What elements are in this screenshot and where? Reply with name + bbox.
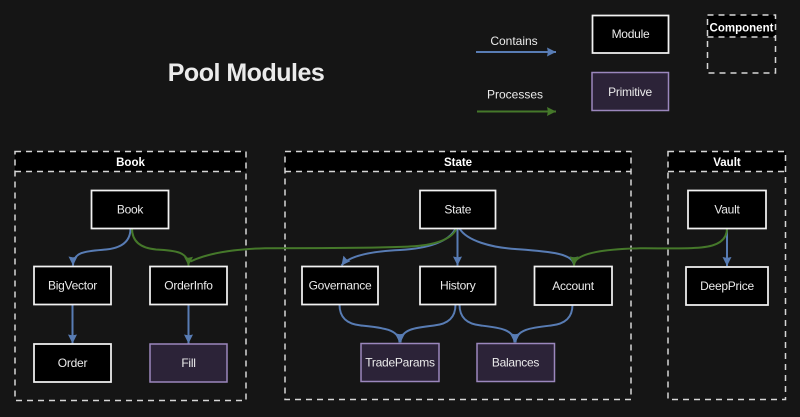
svg-text:OrderInfo: OrderInfo — [164, 279, 213, 293]
svg-text:Vault: Vault — [713, 157, 741, 169]
svg-text:Contains: Contains — [490, 34, 537, 48]
svg-text:State: State — [444, 203, 471, 217]
svg-text:TradeParams: TradeParams — [365, 356, 435, 370]
svg-text:Order: Order — [58, 356, 88, 370]
svg-text:DeepPrice: DeepPrice — [700, 279, 754, 293]
svg-text:Book: Book — [116, 157, 145, 169]
svg-text:Component: Component — [710, 22, 774, 34]
svg-text:Module: Module — [612, 27, 650, 41]
svg-text:Fill: Fill — [181, 356, 195, 370]
svg-text:Processes: Processes — [487, 88, 543, 102]
svg-text:Vault: Vault — [714, 203, 740, 217]
svg-text:Pool Modules: Pool Modules — [168, 59, 325, 87]
svg-text:Governance: Governance — [309, 279, 372, 293]
svg-text:Book: Book — [117, 203, 145, 217]
svg-text:History: History — [440, 279, 476, 293]
svg-text:Account: Account — [552, 279, 595, 293]
svg-text:BigVector: BigVector — [48, 279, 97, 293]
svg-text:Balances: Balances — [492, 356, 540, 370]
svg-text:State: State — [444, 157, 472, 169]
svg-text:Primitive: Primitive — [608, 85, 652, 99]
